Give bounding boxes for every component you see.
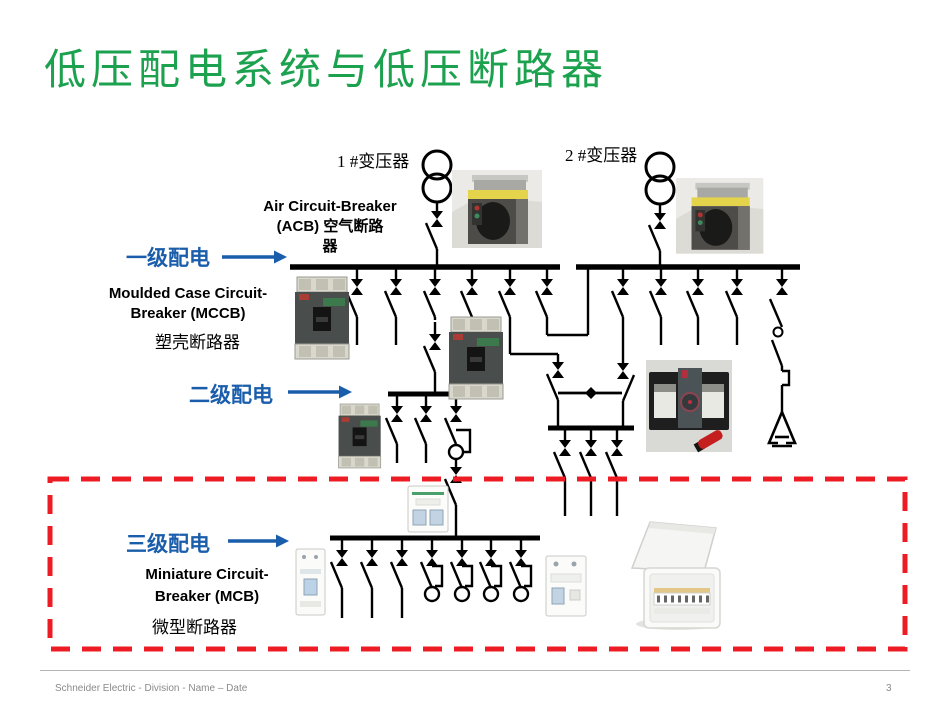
page-title: 低压配电系统与低压断路器 [44, 48, 609, 94]
circuit-lines [47, 149, 908, 652]
mccb-photo-2 [448, 316, 504, 400]
level1-arrow-head [274, 250, 287, 264]
footer-text: Schneider Electric - Division - Name – D… [55, 683, 248, 694]
acb-label-line2: (ACB) 空气断路 [276, 218, 384, 235]
transformer2-label: 2 #变压器 [565, 146, 638, 165]
ats-photo [646, 360, 732, 453]
mcb-1p-photo [295, 548, 326, 616]
rcd-2p-photo [545, 555, 587, 617]
transformer1-label: 1 #变压器 [337, 152, 410, 171]
level3-label: 三级配电 [126, 533, 210, 556]
acb-photo-2 [676, 178, 764, 254]
mcb-label: Miniature Circuit- Breaker (MCB) [128, 564, 286, 608]
page-number: 3 [886, 683, 892, 694]
level2-label: 二级配电 [189, 384, 273, 407]
acb-label-line3: 器 [322, 238, 338, 255]
level1-label: 一级配电 [126, 247, 210, 270]
mccb-label-line1: Moulded Case Circuit- [108, 285, 268, 302]
acb-label-line1: Air Circuit-Breaker [263, 198, 397, 215]
highlight-dashed-rect [47, 476, 908, 652]
level3-arrow-head [276, 534, 289, 548]
footer-divider [40, 670, 910, 671]
mcb-label-line2: Breaker (MCB) [154, 588, 260, 605]
mccb-label-cn: 塑壳断路器 [155, 333, 240, 352]
level2-arrow-head [339, 385, 352, 399]
product-photos [294, 170, 764, 630]
mccb-photo-1 [294, 276, 350, 360]
acb-label: Air Circuit-Breaker (ACB) 空气断路 器 [247, 197, 413, 257]
distribution-box-photo [630, 521, 721, 630]
mccb-label: Moulded Case Circuit- Breaker (MCCB) [90, 284, 286, 324]
mccb-label-line2: Breaker (MCCB) [130, 305, 246, 322]
mcb-2p-photo [407, 485, 449, 533]
mcb-label-cn: 微型断路器 [152, 618, 237, 637]
mccb-photo-3 [338, 403, 382, 469]
mcb-label-line1: Miniature Circuit- [145, 566, 269, 583]
acb-photo-1 [452, 170, 542, 248]
